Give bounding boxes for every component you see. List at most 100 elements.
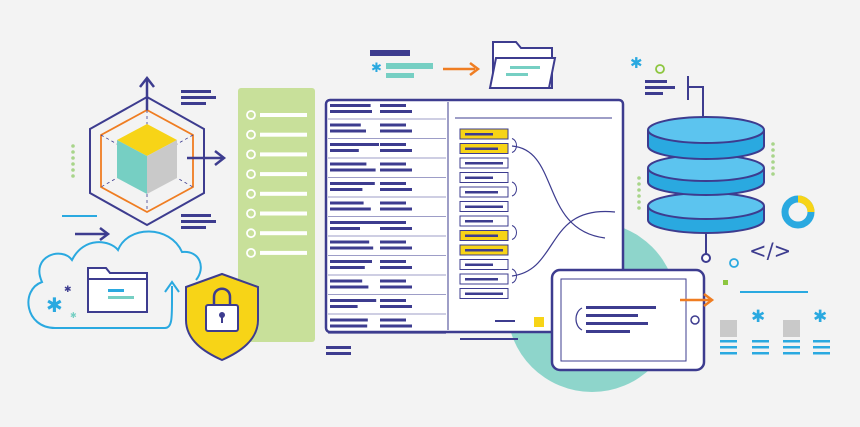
- decorative-dot: [637, 188, 641, 192]
- connector: [688, 86, 704, 120]
- code-line: [380, 266, 412, 269]
- checklist-bullet: [246, 247, 256, 258]
- cloud-outline: [27, 230, 202, 329]
- table-cell-line: [465, 133, 493, 136]
- code-line: [380, 227, 412, 230]
- tablet-home-button: [690, 315, 700, 325]
- bar-line: [813, 340, 830, 343]
- connector-line: [511, 145, 606, 239]
- cube-right: [147, 140, 177, 194]
- code-line: [330, 207, 371, 211]
- cloud-arrow-head: [164, 280, 180, 293]
- code-line: [330, 149, 359, 152]
- footer-line: [326, 352, 351, 355]
- label-line: [645, 80, 667, 83]
- code-line: [380, 324, 412, 328]
- db-node: [701, 253, 711, 263]
- small-circle: [729, 258, 739, 268]
- checklist-line: [260, 152, 307, 157]
- label-line: [181, 96, 216, 99]
- asterisk-icon: ✱: [70, 311, 77, 320]
- decorative-dot: [637, 194, 641, 198]
- table-rows: [459, 128, 517, 299]
- bar-line: [813, 346, 830, 349]
- code-line: [380, 260, 406, 263]
- checklist-line: [260, 250, 307, 255]
- code-line: [380, 201, 406, 205]
- decorative-dot: [71, 150, 75, 154]
- database-icon: ✱: [630, 54, 765, 285]
- decorative-dot: [771, 172, 775, 176]
- tablet-bracket: [575, 307, 583, 331]
- code-line: [380, 110, 412, 113]
- bar-line: [752, 352, 769, 355]
- table-cell-line: [465, 220, 493, 223]
- tablet-screen: [560, 278, 687, 362]
- code-line: [330, 285, 369, 289]
- footer-line: [460, 338, 518, 340]
- checklist-panel: [238, 88, 315, 342]
- code-line: [330, 299, 377, 302]
- code-line: [330, 143, 379, 146]
- bar-line: [813, 352, 830, 355]
- code-line: [330, 227, 360, 230]
- lock-shackle: [212, 287, 232, 306]
- decorative-dot: [71, 174, 75, 178]
- decorative-dot: [637, 200, 641, 204]
- bar-line: [720, 352, 737, 355]
- label-line: [62, 215, 97, 217]
- checklist-rows: [246, 110, 307, 258]
- arrow-head: [99, 227, 111, 241]
- keyhole-slot: [221, 316, 223, 323]
- code-line: [380, 318, 406, 322]
- footer-line: [326, 346, 351, 349]
- checklist-bullet: [246, 129, 256, 140]
- decorative-dot: [71, 156, 75, 160]
- label-line: [645, 92, 663, 95]
- code-line: [380, 123, 406, 127]
- label-line: [181, 220, 216, 223]
- folder-line: [108, 289, 124, 292]
- decorative-dot: [71, 162, 75, 166]
- bar-groups: [720, 340, 830, 355]
- checklist-bullet: [246, 149, 256, 160]
- code-line: [330, 240, 370, 244]
- asterisk-icon: ✱: [64, 285, 72, 295]
- table-bracket: [511, 138, 517, 153]
- bar-line: [752, 340, 769, 343]
- grey-square: [783, 320, 800, 337]
- table-cell-line: [465, 249, 503, 252]
- checklist-line: [260, 231, 307, 236]
- table-cell-line: [465, 147, 498, 150]
- db-tier-3-top: [647, 192, 765, 220]
- table-cell-line: [465, 234, 498, 237]
- bar-line: [720, 346, 737, 349]
- bar-line: [783, 340, 800, 343]
- table-cell-line: [465, 176, 493, 179]
- folder-line: [506, 73, 528, 76]
- code-line: [380, 188, 412, 191]
- hexagon-outer: [89, 95, 205, 227]
- grey-square: [720, 320, 737, 337]
- code-line: [380, 305, 412, 308]
- keyhole: [219, 312, 225, 318]
- donut-segment: [797, 195, 815, 213]
- decorative-dot: [771, 166, 775, 170]
- folder-transfer-icon: ✱: [370, 41, 557, 89]
- checklist-line: [260, 113, 307, 117]
- asterisk-icon: ✱: [813, 307, 827, 327]
- code-line: [330, 182, 375, 185]
- list-line: [386, 63, 433, 69]
- arrow-head: [703, 293, 715, 307]
- label-line: [181, 90, 211, 93]
- small-square: [723, 280, 728, 285]
- label-line: [740, 291, 808, 293]
- shield-lock-icon: [185, 272, 259, 362]
- cube-left: [117, 140, 147, 194]
- decorative-dot: [637, 182, 641, 186]
- code-line: [330, 201, 364, 205]
- decorative-dot: [771, 142, 775, 146]
- code-line: [330, 221, 381, 224]
